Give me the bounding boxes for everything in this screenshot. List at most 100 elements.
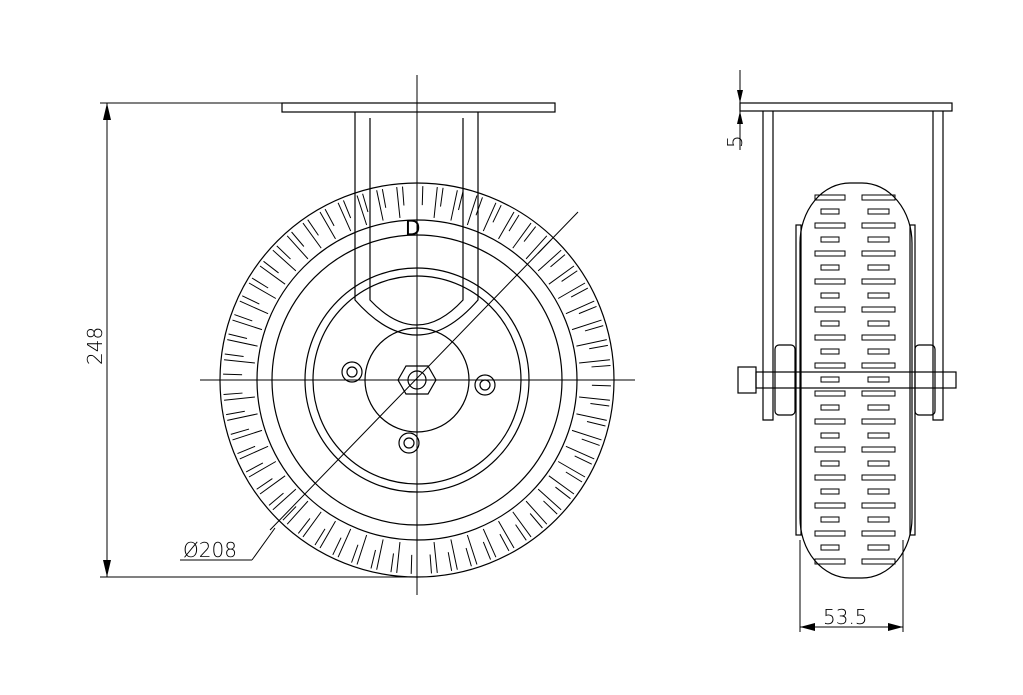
tread-block [242, 295, 260, 305]
tread-block [523, 226, 537, 242]
tread-block [512, 222, 532, 249]
tread-lug [867, 320, 890, 327]
tread-lug [867, 488, 890, 495]
tread-block [302, 511, 322, 538]
tread-block [450, 539, 458, 570]
tread-block [230, 428, 250, 435]
diameter-leader [269, 211, 579, 531]
tread-block [537, 488, 562, 511]
tread-lug [814, 418, 846, 425]
tread-block [498, 520, 515, 549]
tread-block [259, 265, 286, 285]
tread-block [498, 211, 515, 240]
tread-lug [861, 306, 896, 313]
tire-side-tread [814, 194, 896, 565]
tread-block [356, 534, 368, 565]
tread-block [570, 287, 589, 298]
tread-lug [861, 250, 896, 257]
tread-lug [814, 446, 846, 453]
tread-lug [861, 194, 896, 201]
tread-block [227, 413, 258, 421]
tread-block [433, 187, 438, 218]
tread-block [576, 339, 607, 347]
tread-block [458, 191, 464, 211]
tread-lug [861, 418, 896, 425]
tread-block [337, 202, 352, 232]
tread-block [450, 190, 458, 221]
tread-lug [820, 208, 840, 215]
tread-lug [820, 236, 840, 243]
tread-block [499, 533, 510, 552]
tread-block [543, 500, 558, 515]
tread-lug [814, 558, 846, 565]
tread-block [291, 231, 305, 247]
tread-lug [861, 530, 896, 537]
tread-block [276, 245, 291, 260]
tread-lug [867, 376, 890, 383]
tread-block [376, 190, 384, 221]
tread-block [342, 200, 352, 219]
tread-lug [814, 362, 846, 369]
front-view: D Ø208 248 [83, 75, 635, 595]
tread-block [319, 520, 336, 549]
tread-block [263, 260, 279, 274]
tread-block [591, 384, 611, 387]
tread-block [381, 189, 387, 208]
tread-block [224, 359, 255, 364]
tread-block [224, 396, 255, 401]
tread-lug [867, 432, 890, 439]
tread-block [548, 475, 575, 495]
tread-block [356, 195, 368, 226]
tread-block [332, 537, 342, 555]
tread-block [256, 478, 273, 490]
tread-block [584, 325, 604, 332]
tread-block [272, 488, 297, 511]
tread-lug [814, 530, 846, 537]
tread-lug [820, 544, 840, 551]
tread-block [565, 445, 595, 460]
tread-lug [867, 264, 890, 271]
tread-lug [861, 278, 896, 285]
tread-block [571, 319, 602, 331]
tread-lug [820, 292, 840, 299]
tread-block [465, 547, 472, 567]
tread-block [421, 186, 424, 206]
width-label: 53.5 [823, 605, 868, 629]
tread-block [396, 542, 401, 573]
side-top-plate [739, 102, 953, 112]
tread-block [525, 500, 548, 525]
top-plate [281, 102, 556, 113]
tread-block [579, 396, 610, 401]
tread-block [259, 475, 286, 495]
tread-block [565, 300, 595, 315]
tread-block [228, 333, 248, 339]
tread-block [297, 518, 311, 534]
tread-block [376, 539, 384, 570]
tread-block [224, 353, 244, 357]
axle-bolt [737, 366, 757, 394]
tread-block [466, 534, 478, 565]
tread-lug [867, 348, 890, 355]
tread-lug [814, 390, 846, 397]
tread-block [512, 511, 532, 538]
tread-lug [867, 292, 890, 299]
tread-block [433, 542, 438, 573]
tread-lug [814, 250, 846, 257]
tread-block [307, 219, 319, 236]
fork-legs [762, 111, 944, 421]
tread-block [237, 445, 256, 455]
tread-block [571, 429, 602, 441]
tread-lug [867, 208, 890, 215]
tread-block [234, 314, 253, 322]
tread-lug [820, 516, 840, 523]
tread-lug [867, 404, 890, 411]
tread-block [586, 421, 606, 427]
tread-lug [820, 460, 840, 467]
tread-block [324, 208, 335, 227]
tread-block [251, 277, 269, 289]
tread-block [492, 205, 502, 223]
tread-block [447, 552, 453, 571]
tread-block [227, 339, 258, 347]
tread-lug [861, 446, 896, 453]
tread-lug [820, 404, 840, 411]
